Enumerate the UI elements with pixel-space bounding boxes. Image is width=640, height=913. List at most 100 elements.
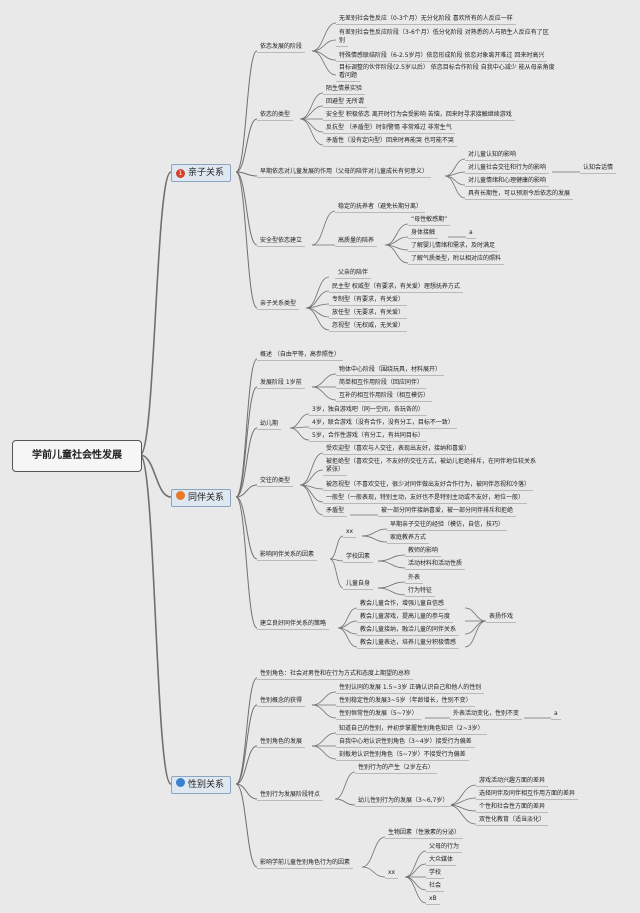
topic[interactable]: 被一部分同伴接纳喜爱，被一部分同伴排斥和拒绝 — [378, 506, 517, 517]
connector-line — [361, 836, 386, 868]
topic[interactable]: 幼儿性别行为的发展（3~6,7岁） — [355, 796, 452, 807]
topic[interactable]: 性别角色的发展 — [257, 737, 306, 748]
topic[interactable]: 教会儿童游戏，提高儿童的参与度 — [357, 612, 454, 623]
topic[interactable]: 被忽视型（不喜欢交往，很少对同伴做出友好合作行为，被同伴忽视和冷落） — [323, 480, 534, 491]
topic[interactable]: 一般型（一般表现，特别主动，友好也不是特别主动或不友好，地位一般） — [323, 493, 528, 504]
topic[interactable]: xx — [343, 527, 357, 538]
topic[interactable]: 身体接触 — [408, 228, 439, 239]
topic[interactable]: 双性化教育（适当淡化） — [476, 815, 549, 826]
topic[interactable]: 外表 — [405, 573, 424, 584]
topic[interactable]: 简单相互作用阶段（回应同伴） — [336, 378, 427, 389]
topic[interactable]: 对儿童认知的影响 — [465, 150, 520, 161]
topic[interactable]: 教会儿童接纳，融洽儿童的同伴关系 — [357, 625, 460, 636]
topic[interactable]: 矛盾性（没有定向型）回来时再能哭 也可能不哭 — [323, 136, 457, 147]
topic[interactable]: 特殊情感联结阶段（6-2.5岁月）依恋形成阶段 依恋对象离开难过 回来时高兴 — [336, 51, 548, 62]
topic[interactable]: 早期亲子交往的经验（模仿，自信，技巧） — [387, 520, 508, 531]
topic[interactable]: 行为特征 — [405, 586, 436, 597]
topic[interactable]: 发展阶段 1岁前 — [257, 378, 305, 389]
topic[interactable]: 建立良好同伴关系的策略 — [257, 619, 330, 630]
topic[interactable]: 安全型 积极依恋 离开时行为会受影响 苦恼，回来时寻求接触继续游戏 — [323, 110, 515, 121]
topic[interactable]: 性别概念的获得 — [257, 696, 306, 707]
topic[interactable]: 选择同伴及同伴相互作用方面的差异 — [476, 789, 579, 800]
branch-gender[interactable]: 性别关系 — [171, 776, 232, 794]
topic[interactable]: 矛盾型 — [323, 506, 348, 517]
topic[interactable]: 刻板地认识性别角色（5~7岁）不接受行为偏差 — [336, 750, 469, 761]
connector-line — [404, 876, 427, 891]
topic[interactable]: 看问题 — [336, 71, 361, 82]
topic[interactable]: 外表活动变化，性别不变 — [450, 709, 523, 720]
topic[interactable]: 生物因素（性激素的分泌） — [385, 828, 464, 839]
root-topic[interactable]: 学前儿童社会性发展 — [12, 440, 142, 472]
topic[interactable]: 5岁，合作性游戏（有分工，有共同目标） — [309, 431, 427, 442]
topic[interactable]: 早期依恋对儿童发展的作用（父母的陪伴对儿童成长有何意义） — [257, 167, 432, 178]
topic[interactable]: 高质量的陪养 — [335, 236, 378, 247]
topic[interactable]: 具有长期性，可以预测今后依恋的发展 — [465, 189, 574, 200]
topic[interactable]: 了解婴儿情绪和需求，及时满足 — [408, 241, 499, 252]
topic[interactable]: 影响同伴关系的因素 — [257, 550, 318, 561]
topic[interactable]: 自我中心地认识性别角色（3~4岁）接受行为偏差 — [336, 737, 475, 748]
topic[interactable]: 幼儿期 — [257, 419, 282, 430]
topic[interactable]: 紧张） — [323, 465, 348, 476]
topic[interactable]: 大众媒体 — [426, 855, 457, 866]
topic[interactable]: 教师的影响 — [405, 546, 442, 557]
topic[interactable]: 儿童自身 — [343, 579, 374, 590]
topic[interactable]: a — [466, 228, 476, 239]
topic[interactable]: 教会儿童表达，培养儿童分积极情感 — [357, 638, 460, 649]
topic[interactable]: 性别行为发展阶段特点 — [257, 790, 324, 801]
topic[interactable]: 认知会话情 — [580, 163, 617, 174]
topic[interactable]: 稳定的抚养者（避免长期分离） — [335, 202, 426, 213]
topic[interactable]: 物体中心阶段（围绕玩具，材料展开） — [336, 365, 445, 376]
topic[interactable]: 陌生情景实验 — [323, 84, 366, 95]
topic[interactable]: 学校因素 — [343, 552, 374, 563]
topic[interactable]: 专制型（有要求，有关爱） — [329, 295, 408, 306]
topic[interactable]: 父母的行为 — [426, 842, 463, 853]
topic[interactable]: 父亲的陪伴 — [335, 268, 372, 279]
topic[interactable]: 目标调整的伙伴阶段(2.5岁以后） 依恋目标合作阶段 自我中心减少 能从母亲角度 — [336, 63, 558, 73]
topic[interactable]: 对儿童情绪和心理健康的影响 — [465, 176, 550, 187]
topic[interactable]: 被拒绝型（喜欢交往，不友好的交往方式，被幼儿拒绝排斥，在同伴地位较关系 — [323, 457, 540, 467]
topic[interactable]: 无差别社会性反应（0-3个月）无分化阶段 喜欢所有的人反应一样 — [336, 14, 516, 25]
topic[interactable]: 教会儿童合作，增强儿童自信感 — [357, 599, 448, 610]
topic[interactable]: 反抗型 （矛盾型）时刻警惕 非常难过 非常生气 — [323, 123, 455, 134]
topic[interactable]: 互补的相互作用阶段（相互模仿） — [336, 391, 433, 402]
topic[interactable]: 对儿童社会交往和行为的影响 — [465, 163, 550, 174]
topic[interactable]: 有差别社会性反应阶段（3-6个月）低分化阶段 对熟悉的人与陌生人反应有了区 — [336, 28, 552, 38]
topic[interactable]: 安全型依恋建立 — [257, 236, 306, 247]
topic[interactable]: 性别角色：社会对男性和在行为方式和态度上期望的总称 — [257, 669, 414, 680]
topic[interactable]: 别 — [336, 36, 349, 47]
topic[interactable]: a — [551, 709, 561, 720]
topic[interactable]: 知道自己的性别，并初步掌握性别角色知识（2~3岁） — [336, 724, 487, 735]
topic[interactable]: 学校 — [426, 868, 445, 879]
topic[interactable]: 了解气质类型，附以相对应的照料 — [408, 254, 505, 265]
connector-line — [311, 39, 337, 52]
topic[interactable]: xx — [385, 868, 399, 879]
topic[interactable]: 交往的类型 — [257, 476, 294, 487]
topic[interactable]: 活动材料和活动性质 — [405, 559, 466, 570]
topic[interactable]: 性别认同的发展 1.5~3岁 正确认识自己和他人的性别 — [336, 683, 485, 694]
topic[interactable]: 性别稳定性的发展3~5岁（年龄增长，性别不变） — [336, 696, 475, 707]
topic[interactable]: 3岁，独自游戏吧（同一空间，各玩各的） — [309, 405, 427, 416]
topic[interactable]: “母性敏感期” — [408, 215, 451, 226]
topic[interactable]: 忽视型（无权威，无关爱） — [329, 321, 408, 332]
topic[interactable]: 受欢迎型（喜欢与人交往，表现出友好，接纳和喜爱） — [323, 444, 474, 455]
topic[interactable]: 影响学前儿童性别角色行为的因素 — [257, 858, 354, 869]
topic[interactable]: 依恋的类型 — [257, 110, 294, 121]
topic[interactable]: 表扬作戏 — [486, 612, 517, 623]
topic[interactable]: 性别行为的产生（2岁左右） — [355, 763, 437, 774]
topic[interactable]: 依恋发展的阶段 — [257, 42, 306, 53]
topic[interactable]: 家庭教养方式 — [387, 533, 430, 544]
topic[interactable]: 4岁，联合游戏（没有合作，没有分工，目标不一致） — [309, 418, 457, 429]
topic[interactable]: 民主型 权威型（有要求，有关爱）理想抚养方式 — [329, 282, 463, 293]
topic[interactable]: 回避型 无所谓 — [323, 97, 367, 108]
topic[interactable]: xB — [426, 894, 440, 905]
branch-peer[interactable]: 同伴关系 — [171, 489, 232, 507]
connector-line — [299, 118, 324, 133]
topic[interactable]: 性别恒常性的发展（5~7岁） — [336, 709, 421, 720]
topic[interactable]: 亲子关系类型 — [257, 299, 300, 310]
topic[interactable]: 放任型（无要求，有关爱） — [329, 308, 408, 319]
topic[interactable]: 社会 — [426, 881, 445, 892]
topic[interactable]: 游戏活动兴趣方面的差异 — [476, 776, 549, 787]
topic[interactable]: 个性和社会性方面的差异 — [476, 802, 549, 813]
topic[interactable]: 概述 （自由平等，高参照性） — [257, 350, 343, 361]
